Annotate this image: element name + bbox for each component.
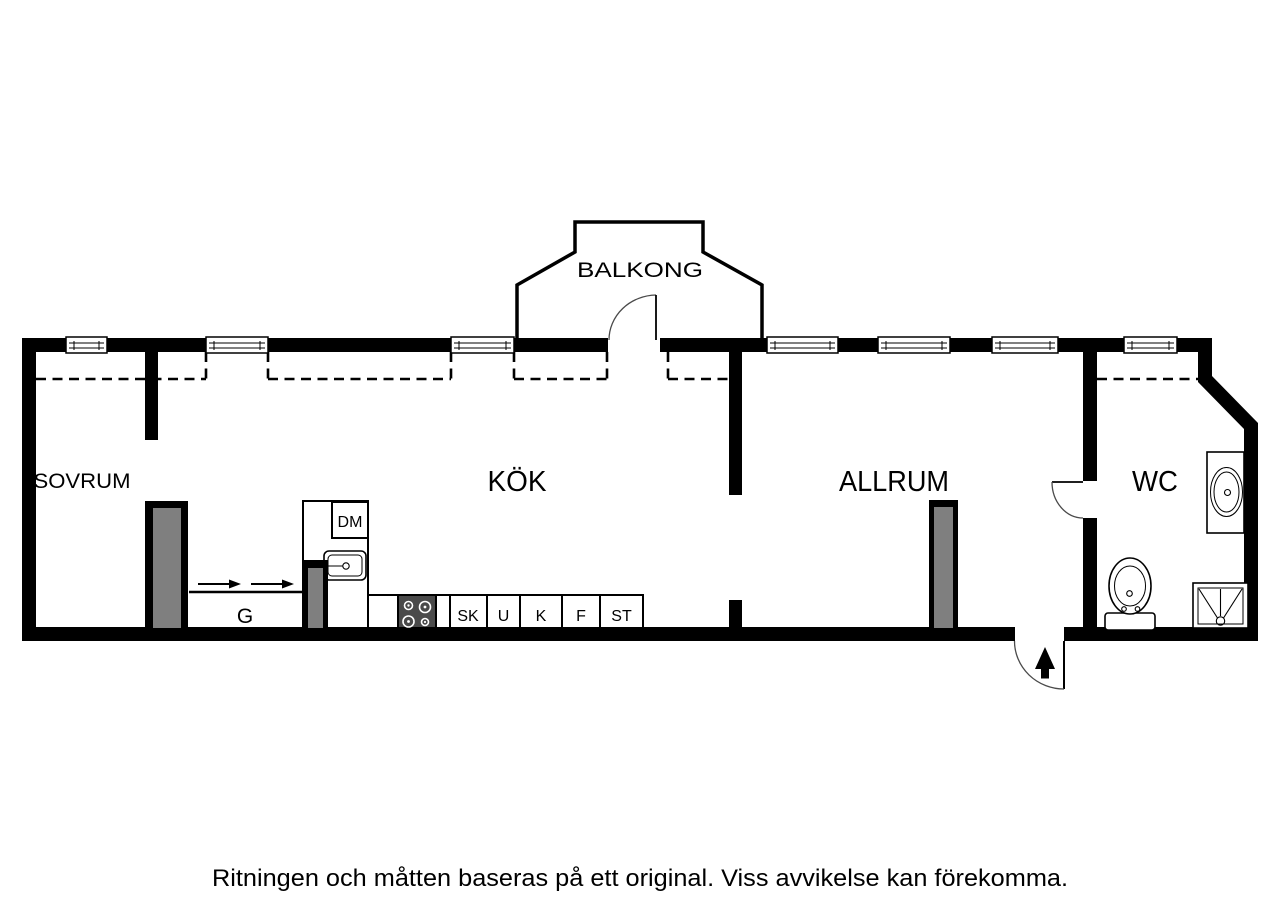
window-icon: [1123, 336, 1178, 354]
cabinet-label-f: F: [576, 608, 586, 625]
entrance-door-arc-icon: [1013, 640, 1065, 690]
cabinet-label-st: ST: [611, 608, 632, 625]
window-icon: [877, 336, 951, 354]
disclaimer-text: Ritningen och måtten baseras på ett orig…: [212, 865, 1068, 892]
cabinet-label-sk: SK: [457, 608, 479, 625]
wardrobe: G: [189, 579, 303, 628]
gray-partition: [145, 501, 188, 628]
wall-living-wc-lower: [1083, 518, 1097, 627]
gray-partition: [303, 560, 328, 628]
ceiling-dashed-lines: [36, 352, 1205, 381]
entrance-door: [1013, 640, 1065, 690]
wall-left: [22, 338, 36, 641]
kitchen-counter: DM SK U K F ST: [302, 500, 644, 629]
wc-door-arc-icon: [1051, 481, 1084, 519]
room-label-bedroom: SOVRUM: [34, 469, 131, 493]
wardrobe-label: G: [237, 605, 253, 628]
shower-icon: [1192, 582, 1249, 629]
room-label-kitchen: KÖK: [488, 466, 548, 498]
wardrobe-arrow-icon: [198, 579, 241, 589]
wall-right-chamfer: [1198, 352, 1258, 641]
wc-door: [1051, 481, 1084, 519]
balcony-door-arc-icon: [608, 294, 657, 341]
window-icon: [65, 336, 108, 354]
window-icon: [991, 336, 1059, 354]
dishwasher-box: [331, 501, 369, 539]
stove-icon: [397, 594, 437, 629]
room-label-balcony: BALKONG: [577, 258, 703, 282]
wall-bottom-right: [1064, 627, 1258, 641]
interior-walls: [145, 352, 1097, 627]
wardrobe-arrow-icon: [251, 579, 294, 589]
room-label-living-room: ALLRUM: [839, 466, 949, 498]
balcony: [515, 220, 764, 344]
window-icon: [766, 336, 839, 354]
room-label-wc: WC: [1132, 466, 1178, 498]
balcony-outline: [515, 220, 764, 344]
washbasin-icon: [1206, 451, 1245, 534]
cabinet-label-k: K: [536, 608, 547, 625]
room-labels: BALKONG SOVRUM KÖK ALLRUM WC: [34, 258, 1179, 498]
cabinet-label-u: U: [498, 608, 510, 625]
wall-kitchen-living-lower: [729, 600, 742, 627]
wall-top-left: [22, 338, 608, 352]
window-icon: [205, 336, 269, 354]
wall-living-wc-upper: [1083, 352, 1097, 481]
wall-bottom-left: [22, 627, 1015, 641]
wall-bedroom-stub: [145, 352, 158, 440]
toilet-tank: [1104, 612, 1156, 631]
gray-partitions: [145, 500, 958, 628]
dishwasher-label: DM: [338, 514, 363, 531]
gray-partition: [929, 500, 958, 628]
toilet-icon: [1104, 557, 1156, 631]
windows: [65, 336, 1178, 354]
entrance-arrow-icon: [1035, 647, 1055, 679]
wall-kitchen-living-upper: [729, 352, 742, 495]
wc-fixtures: [1104, 451, 1249, 631]
window-icon: [450, 336, 515, 354]
